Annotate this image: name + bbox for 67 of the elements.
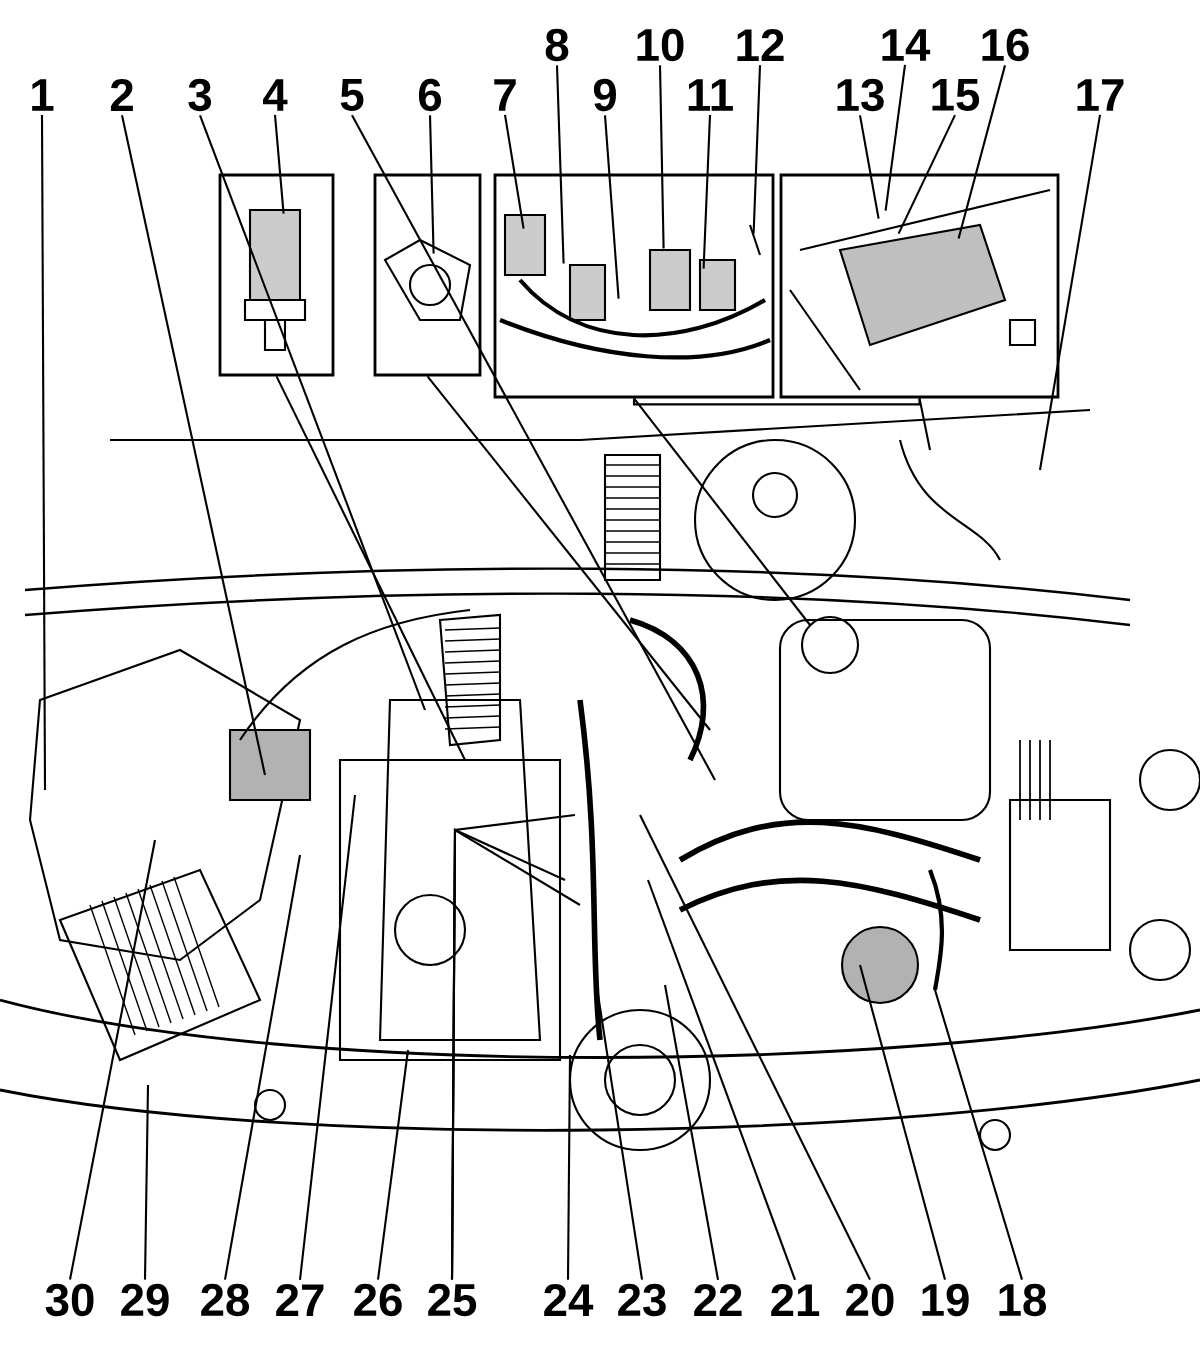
callout-number: 5 — [340, 79, 364, 111]
leader-line — [593, 974, 644, 1280]
callout-number: 6 — [418, 78, 442, 112]
callout-number: 26 — [354, 1283, 402, 1317]
leader-line — [426, 375, 711, 731]
callout-number: 11 — [688, 79, 733, 111]
callout-number: 24 — [544, 1284, 594, 1316]
callout-number: 20 — [846, 1283, 894, 1317]
leader-line — [658, 65, 665, 249]
leader-line — [298, 794, 357, 1280]
callout-number: 25 — [428, 1283, 477, 1317]
callout-number: 27 — [276, 1284, 324, 1316]
leader-line — [1038, 114, 1102, 471]
leader-line — [566, 1055, 572, 1280]
callout-number: 2 — [110, 79, 133, 111]
leader-line — [351, 114, 716, 781]
leader-line — [639, 814, 871, 1281]
leader-line — [428, 115, 435, 254]
callout-number: 10 — [637, 28, 684, 62]
leader-line — [273, 114, 285, 214]
inset-box — [218, 173, 335, 377]
inset-box — [779, 173, 1060, 399]
callout-number: 17 — [1077, 79, 1124, 111]
callout-number: 3 — [188, 78, 212, 112]
callout-number: 13 — [837, 78, 884, 112]
inset-box — [373, 173, 482, 377]
callout-number: 15 — [932, 79, 980, 111]
leader-line — [199, 115, 426, 711]
leader-line — [957, 65, 1007, 239]
leader-line — [68, 839, 157, 1280]
leader-line — [884, 64, 907, 211]
callout-number: 29 — [121, 1283, 169, 1317]
callout-number: 16 — [982, 28, 1029, 62]
callout-number: 14 — [882, 29, 931, 61]
leader-line — [40, 114, 47, 790]
callout-number: 21 — [771, 1284, 820, 1316]
leader-line — [603, 115, 620, 299]
callout-number: 8 — [545, 28, 569, 62]
leader-line — [632, 398, 921, 406]
leader-line — [934, 989, 1023, 1280]
inset-box — [493, 173, 775, 399]
leader-line — [858, 115, 880, 219]
leader-line — [275, 375, 466, 761]
callout-number: 22 — [694, 1284, 742, 1316]
leader-line — [120, 114, 267, 776]
leader-line — [503, 114, 525, 229]
leader-line — [376, 1049, 410, 1280]
callout-number: 12 — [737, 29, 784, 61]
leader-line — [702, 114, 712, 269]
callout-number: 19 — [922, 1283, 969, 1317]
callout-number: 9 — [593, 78, 616, 112]
callout-number: 4 — [263, 79, 288, 111]
leader-line — [633, 397, 811, 626]
leader-line — [555, 65, 565, 264]
leader-line — [663, 984, 720, 1280]
leader-line — [143, 1085, 150, 1280]
callout-number: 18 — [999, 1283, 1047, 1317]
callout-number: 23 — [618, 1283, 666, 1317]
callout-number: 1 — [32, 79, 54, 111]
leader-line — [859, 964, 947, 1280]
leader-line — [897, 114, 956, 235]
leader-line — [223, 854, 302, 1280]
leader-line — [752, 65, 762, 234]
callout-number: 7 — [494, 79, 516, 111]
callout-number: 28 — [201, 1283, 250, 1317]
callout-number: 30 — [45, 1283, 94, 1317]
leader-line — [647, 879, 796, 1281]
